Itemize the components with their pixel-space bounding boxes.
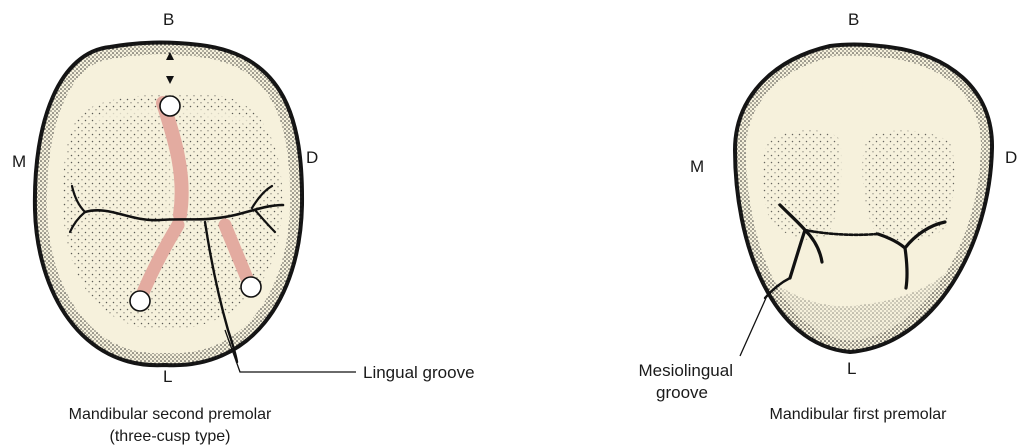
left-label-mesial: M: [12, 152, 26, 171]
mesiolingual-cusp-tip: [130, 291, 150, 311]
left-label-lingual: L: [163, 367, 172, 386]
left-label-buccal: B: [163, 10, 174, 29]
lingual-groove-callout: Lingual groove: [363, 363, 475, 382]
second-premolar-crown: [35, 43, 302, 366]
right-caption: Mandibular first premolar: [770, 406, 948, 423]
right-label-buccal: B: [848, 10, 859, 29]
first-premolar-crown: [735, 45, 992, 361]
left-caption-line1: Mandibular second premolar: [69, 406, 272, 423]
right-label-lingual: L: [847, 359, 856, 378]
right-label-mesial: M: [690, 157, 704, 176]
left-caption-line2: (three-cusp type): [110, 428, 231, 445]
right-label-distal: D: [1005, 148, 1017, 167]
mesiolingual-callout-line1: Mesiolingual: [639, 361, 734, 380]
buccal-cusp-tip: [160, 96, 180, 116]
left-label-distal: D: [306, 148, 318, 167]
mesiolingual-groove-leader-line: [740, 298, 766, 356]
mesiolingual-callout-line2: groove: [656, 383, 708, 402]
distolingual-cusp-tip: [241, 277, 261, 297]
